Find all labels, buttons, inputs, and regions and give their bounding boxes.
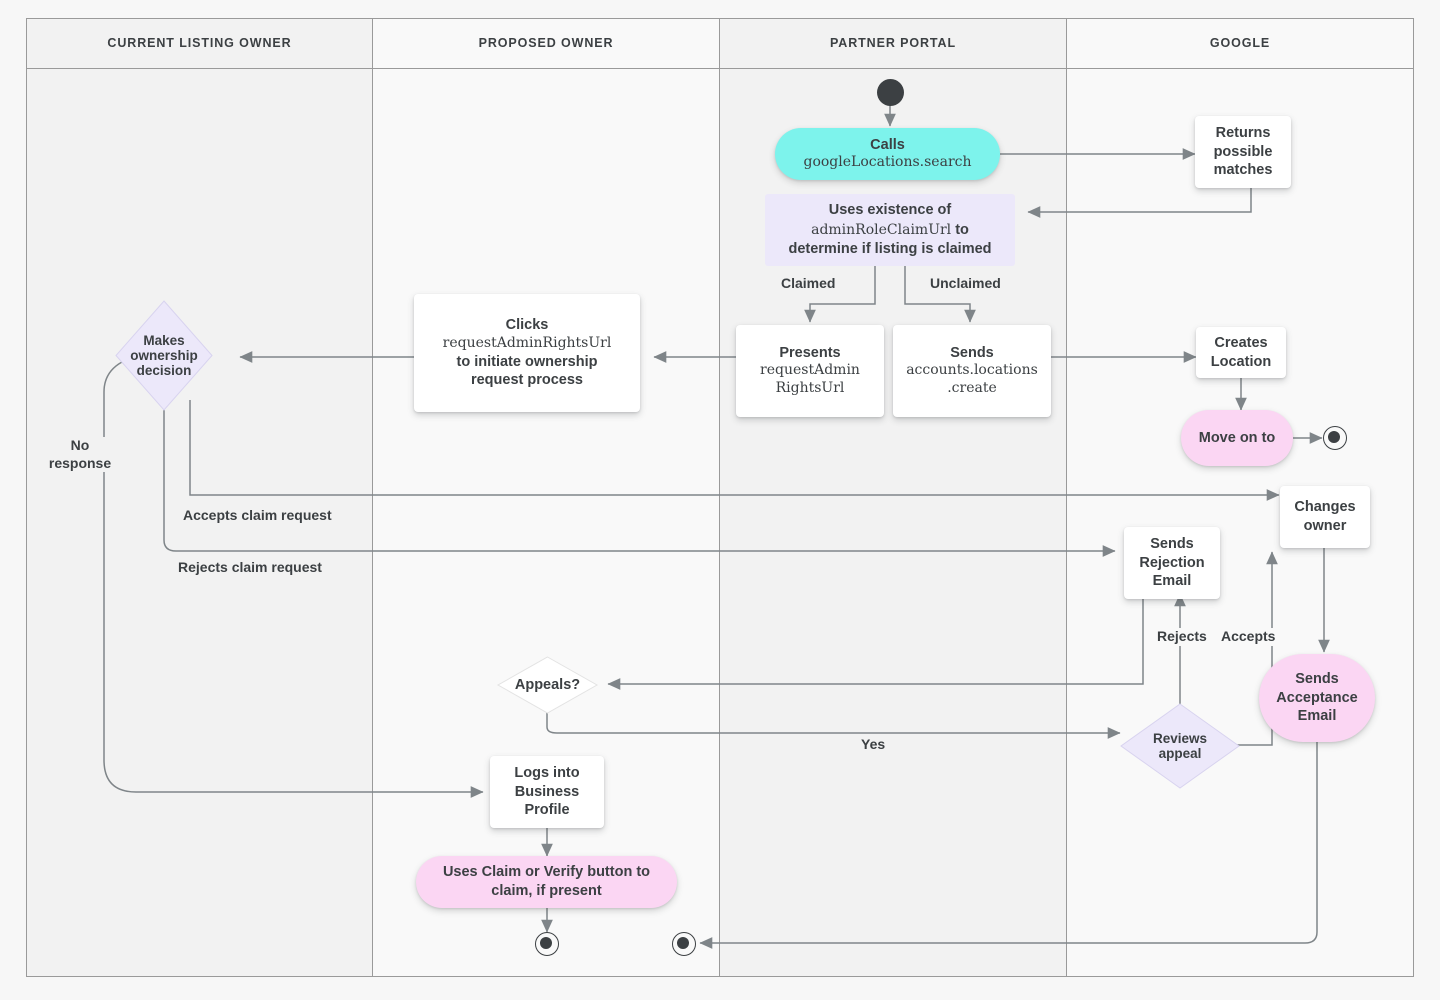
edge-label-claimed: Claimed [778, 275, 839, 293]
reviews-appeal-line-1: Reviews [1152, 731, 1208, 746]
node-logs-into-business-profile[interactable]: Logs into Business Profile [490, 756, 604, 828]
node-creates-location[interactable]: Creates Location [1196, 327, 1286, 378]
node-sends-acceptance-email[interactable]: Sends Acceptance Email [1259, 654, 1375, 742]
sends-acceptance-line-3: Email [1297, 708, 1337, 725]
sends-rejection-line-2: Rejection [1139, 554, 1205, 571]
logs-in-line-2: Business [514, 783, 580, 800]
no-response-line-2: response [48, 454, 112, 471]
lane-label-proposed-owner: PROPOSED OWNER [478, 36, 614, 50]
reviews-appeal-line-2: appeal [1158, 746, 1202, 761]
reviews-appeal-label: Reviews appeal [1120, 703, 1240, 789]
sends-create-method-1: accounts.locations [906, 362, 1038, 379]
clicks-url: requestAdminRightsUrl [442, 334, 612, 351]
uses-existence-line-1: Uses existence of [828, 202, 952, 219]
appeals-label: Appeals? [514, 677, 581, 693]
changes-owner-line-1: Changes [1294, 499, 1356, 516]
clicks-line-4: request process [470, 372, 583, 389]
decision-line-1: Makes [143, 333, 185, 348]
clicks-line-3: to initiate ownership [456, 353, 598, 370]
node-changes-owner[interactable]: Changes owner [1280, 486, 1370, 548]
node-uses-existence-admin-role-claim-url[interactable]: Uses existence of adminRoleClaimUrl to d… [765, 194, 1015, 266]
creates-location-line-2: Location [1210, 353, 1272, 370]
lane-header-current-listing-owner: CURRENT LISTING OWNER [27, 18, 372, 69]
sends-rejection-line-3: Email [1152, 573, 1192, 590]
edge-label-yes: Yes [858, 736, 889, 754]
lane-header-partner-portal: PARTNER PORTAL [720, 18, 1066, 69]
sends-create-title: Sends [950, 344, 994, 361]
decision-line-2: ownership [130, 348, 198, 363]
edge-label-rejects: Rejects [1154, 628, 1210, 646]
frame-top-border [26, 18, 1414, 19]
changes-owner-line-2: owner [1303, 518, 1347, 534]
edge-label-accepts-claim-request: Accepts claim request [180, 507, 335, 525]
lane-label-partner-portal: PARTNER PORTAL [829, 36, 957, 50]
lane-label-google: GOOGLE [1209, 36, 1271, 50]
uses-existence-param-suffix: to [951, 221, 969, 238]
edge-label-no-response: No response [38, 437, 122, 472]
end-node-google [1323, 426, 1347, 450]
node-presents-request-admin-rights-url[interactable]: Presents requestAdmin RightsUrl [736, 325, 884, 417]
sends-create-method-2: .create [947, 380, 997, 397]
lane-header-proposed-owner: PROPOSED OWNER [373, 18, 719, 69]
decision-line-3: decision [136, 363, 192, 378]
presents-url-1: requestAdmin [760, 362, 860, 379]
node-calls-google-locations-search[interactable]: Calls googleLocations.search [775, 128, 1000, 180]
move-on-to-label: Move on to [1198, 429, 1276, 446]
makes-ownership-decision-label: Makes ownership decision [114, 299, 214, 412]
end-node-partner [672, 932, 696, 956]
edge-label-accepts: Accepts [1218, 628, 1279, 646]
uses-existence-line-3: determine if listing is claimed [788, 241, 992, 258]
node-sends-rejection-email[interactable]: Sends Rejection Email [1124, 527, 1220, 599]
lane-header-google: GOOGLE [1067, 18, 1413, 69]
node-clicks-request-admin-rights-url[interactable]: Clicks requestAdminRightsUrl to initiate… [414, 294, 640, 412]
node-sends-accounts-locations-create[interactable]: Sends accounts.locations .create [893, 325, 1051, 417]
uses-claim-line-2: claim, if present [491, 883, 602, 899]
sends-acceptance-line-1: Sends [1295, 671, 1339, 688]
uses-claim-line-1: Uses Claim or Verify button to [442, 864, 651, 881]
returns-line-1: Returns [1215, 125, 1271, 142]
logs-in-line-3: Profile [524, 802, 570, 819]
presents-title: Presents [779, 344, 841, 361]
edge-label-rejects-claim-request: Rejects claim request [175, 559, 325, 577]
frame-bottom-border [26, 976, 1414, 977]
returns-line-3: matches [1213, 162, 1273, 179]
end-node-proposed [535, 932, 559, 956]
appeals-decision-label: Appeals? [497, 656, 598, 714]
calls-title: Calls [870, 136, 905, 153]
no-response-line-1: No [70, 437, 90, 453]
node-returns-possible-matches[interactable]: Returns possible matches [1195, 116, 1291, 188]
calls-method: googleLocations.search [803, 154, 972, 171]
returns-line-2: possible [1213, 143, 1273, 160]
uses-existence-param: adminRoleClaimUrl [811, 221, 952, 238]
sends-acceptance-line-2: Acceptance [1276, 689, 1358, 706]
node-move-on-to[interactable]: Move on to [1181, 410, 1293, 466]
edge-label-unclaimed: Unclaimed [927, 275, 1004, 293]
clicks-title: Clicks [505, 317, 549, 334]
logs-in-line-1: Logs into [514, 765, 580, 782]
node-uses-claim-or-verify-button[interactable]: Uses Claim or Verify button to claim, if… [416, 856, 677, 908]
creates-location-line-1: Creates [1214, 334, 1268, 351]
start-node [877, 79, 904, 106]
lane-proposed-owner: PROPOSED OWNER [373, 18, 720, 976]
lane-current-listing-owner: CURRENT LISTING OWNER [26, 18, 373, 976]
presents-url-2: RightsUrl [775, 380, 845, 397]
sends-rejection-line-1: Sends [1150, 536, 1194, 553]
lane-label-current-listing-owner: CURRENT LISTING OWNER [107, 36, 292, 50]
